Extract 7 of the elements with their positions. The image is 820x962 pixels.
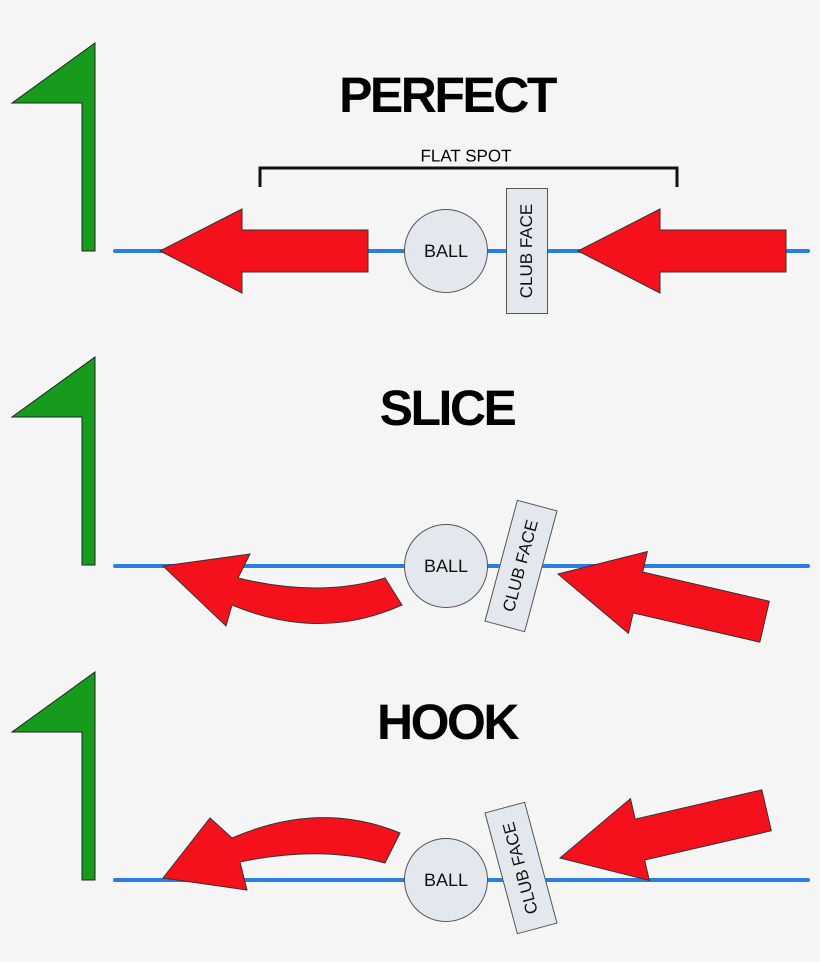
club-face-box: CLUB FACE [484, 500, 558, 632]
bracket-label: FLAT SPOT [420, 148, 512, 164]
club-face-box: CLUB FACE [506, 188, 548, 314]
heading: HOOK [377, 697, 517, 747]
heading: PERFECT [339, 70, 555, 120]
heading: SLICE [380, 383, 514, 433]
club-face-box: CLUB FACE [484, 802, 558, 934]
